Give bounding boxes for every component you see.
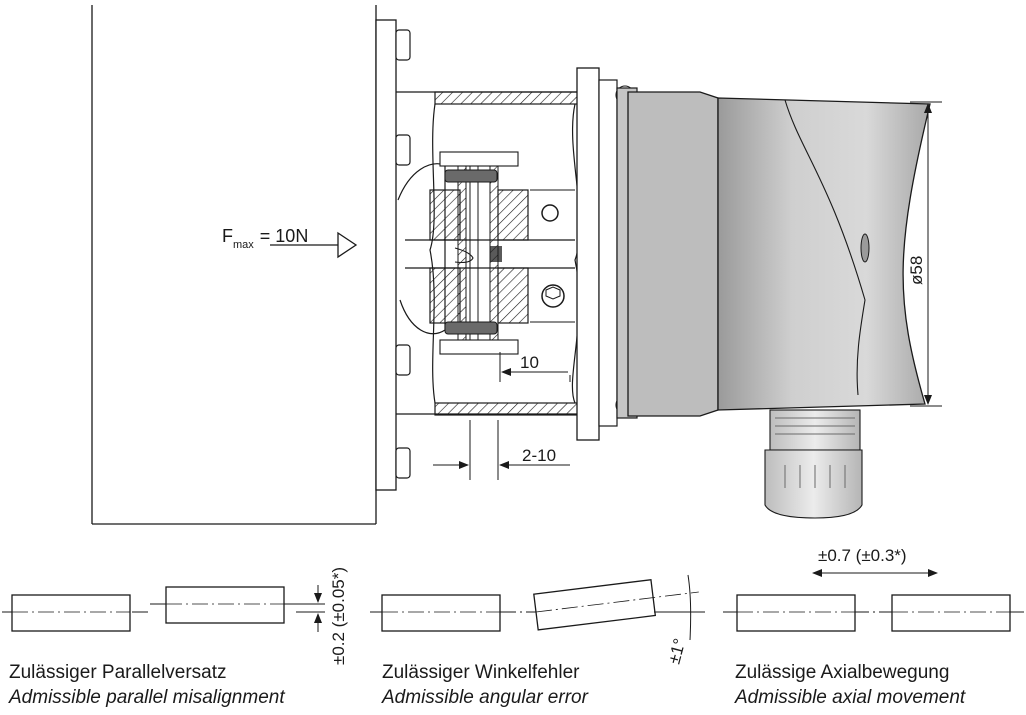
caption-parallel: Zulässiger Parallelversatz Admissible pa… <box>9 660 285 710</box>
dim-axial-label: ±0.7 (±0.3*) <box>818 546 907 565</box>
dim-parallel-label: ±0.2 (±0.05*) <box>329 567 348 665</box>
caption-angular-en: Admissible angular error <box>382 687 588 708</box>
dim-diameter-label: ø58 <box>907 256 926 285</box>
dim-2-10-label: 2-10 <box>522 446 556 465</box>
dimension-diameter: ø58 <box>907 101 942 407</box>
dim-angular-label: ±1° <box>665 636 690 666</box>
dimension-2-10: 2-10 <box>433 420 570 480</box>
axial-movement-diagram: ±0.7 (±0.3*) <box>723 546 1024 632</box>
parallel-misalignment-diagram: ±0.2 (±0.05*) <box>2 567 348 665</box>
coupling <box>429 151 575 355</box>
adapter-housing <box>396 67 635 441</box>
dimension-10: 10 <box>499 352 571 382</box>
caption-axial-en: Admissible axial movement <box>735 687 966 708</box>
caption-parallel-en: Admissible parallel misalignment <box>9 687 285 708</box>
mounting-plate <box>91 5 411 525</box>
svg-text:Fmax= 10N: Fmax = 10N <box>222 226 308 251</box>
caption-angular: Zulässiger Winkelfehler Admissible angul… <box>382 660 588 710</box>
caption-axial: Zulässige Axialbewegung Admissible axial… <box>735 660 965 710</box>
caption-axial-de: Zulässige Axialbewegung <box>735 662 950 683</box>
dim-10-label: 10 <box>520 353 539 372</box>
cable-gland <box>764 409 863 519</box>
encoder-body <box>616 87 931 419</box>
force-subscript: max <box>233 239 254 251</box>
angular-error-diagram: ±1° <box>370 574 705 666</box>
force-symbol: F <box>222 226 233 246</box>
caption-angular-de: Zulässiger Winkelfehler <box>382 662 580 683</box>
force-arrow: Fmax = 10N <box>222 226 358 259</box>
force-value: = 10N <box>260 226 309 246</box>
caption-parallel-de: Zulässiger Parallelversatz <box>9 662 227 683</box>
